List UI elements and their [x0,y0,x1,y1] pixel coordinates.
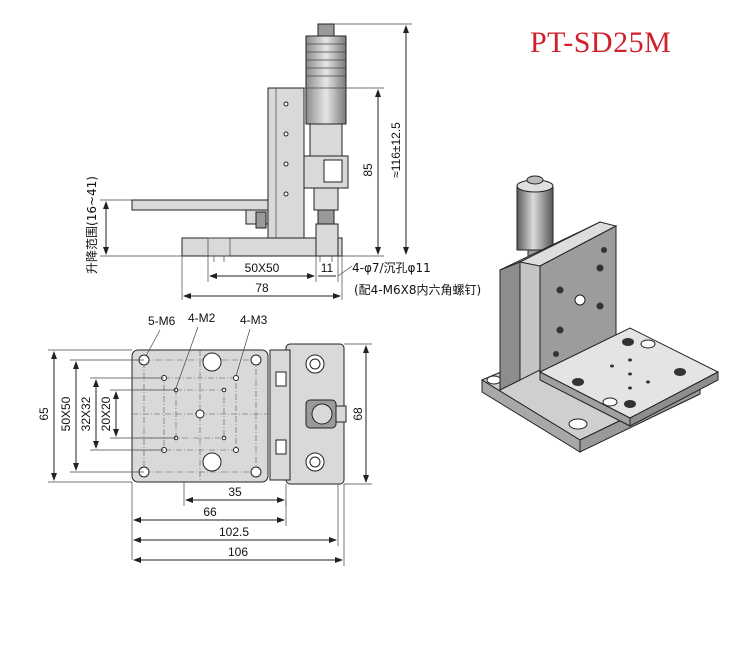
label-4-m3: 4-M3 [240,313,268,327]
dim-11: 11 [321,261,334,275]
top-plate-holes [138,352,262,478]
dim-106: 106 [228,545,248,559]
dim-35: 35 [228,485,242,499]
top-view: 5-M6 4-M2 4-M3 65 50X50 32X32 20X20 68 3… [37,311,372,566]
screw-note: (配4-M6X8内六角螺钉) [354,283,481,297]
product-title: PT-SD25M [530,26,672,59]
isometric-view [480,175,720,453]
micrometer-3d [516,185,554,251]
dim-66: 66 [203,505,217,519]
dim-85: 85 [361,163,375,177]
label-5-m6: 5-M6 [148,314,176,328]
micrometer-thimble [305,35,347,125]
dim-78: 78 [255,281,269,295]
dim-68: 68 [351,407,365,421]
micrometer-cap [317,23,335,37]
horizontal-arm [131,199,269,211]
side-view: 85 ≈116±12.5 升降范围(16~41) 50X50 11 78 4-φ… [85,23,481,300]
micrometer-sleeve [309,123,343,157]
dim-20x20: 20X20 [99,396,113,431]
base-plate [181,237,343,257]
dim-65: 65 [37,407,51,421]
label-4-m2: 4-M2 [188,311,216,325]
dim-50x50-side: 50X50 [245,261,280,275]
lift-range-label: 升降范围(16~41) [85,176,99,274]
dim-116: ≈116±12.5 [389,122,403,178]
dim-50x50-top: 50X50 [59,396,73,431]
dim-32x32: 32X32 [79,396,93,431]
dim-102-5: 102.5 [219,525,249,539]
hole-note: 4-φ7/沉孔φ11 [352,261,431,275]
